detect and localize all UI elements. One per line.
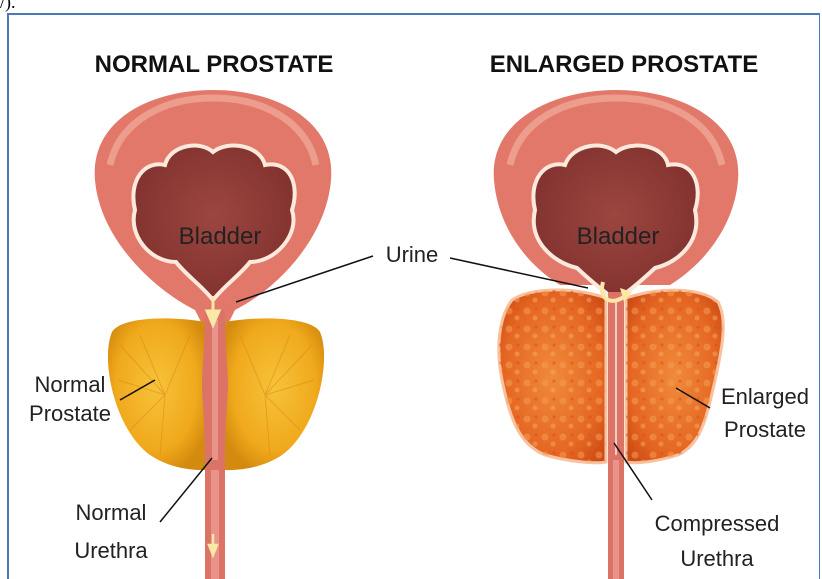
label-normal-prostate-line2: Prostate [29, 401, 111, 426]
label-enlarged-prostate-line2: Prostate [724, 417, 806, 442]
heading-normal-prostate: NORMAL PROSTATE [95, 51, 334, 78]
label-normal-prostate-line1: Normal [35, 372, 106, 397]
label-urine: Urine [386, 242, 439, 267]
enlarged-prostate-illustration [494, 90, 739, 579]
normal-prostate-left-lobe [108, 318, 205, 470]
label-compressed-urethra-line2: Urethra [680, 546, 754, 571]
heading-enlarged-prostate: ENLARGED PROSTATE [490, 51, 758, 78]
label-bladder-right: Bladder [577, 223, 660, 250]
label-normal-urethra-line2: Urethra [74, 538, 148, 563]
label-normal-urethra-line1: Normal [76, 500, 147, 525]
normal-prostate-right-lobe [225, 318, 324, 470]
label-bladder-left: Bladder [179, 223, 262, 250]
label-compressed-urethra-line1: Compressed [655, 511, 780, 536]
label-enlarged-prostate-line1: Enlarged [721, 384, 809, 409]
